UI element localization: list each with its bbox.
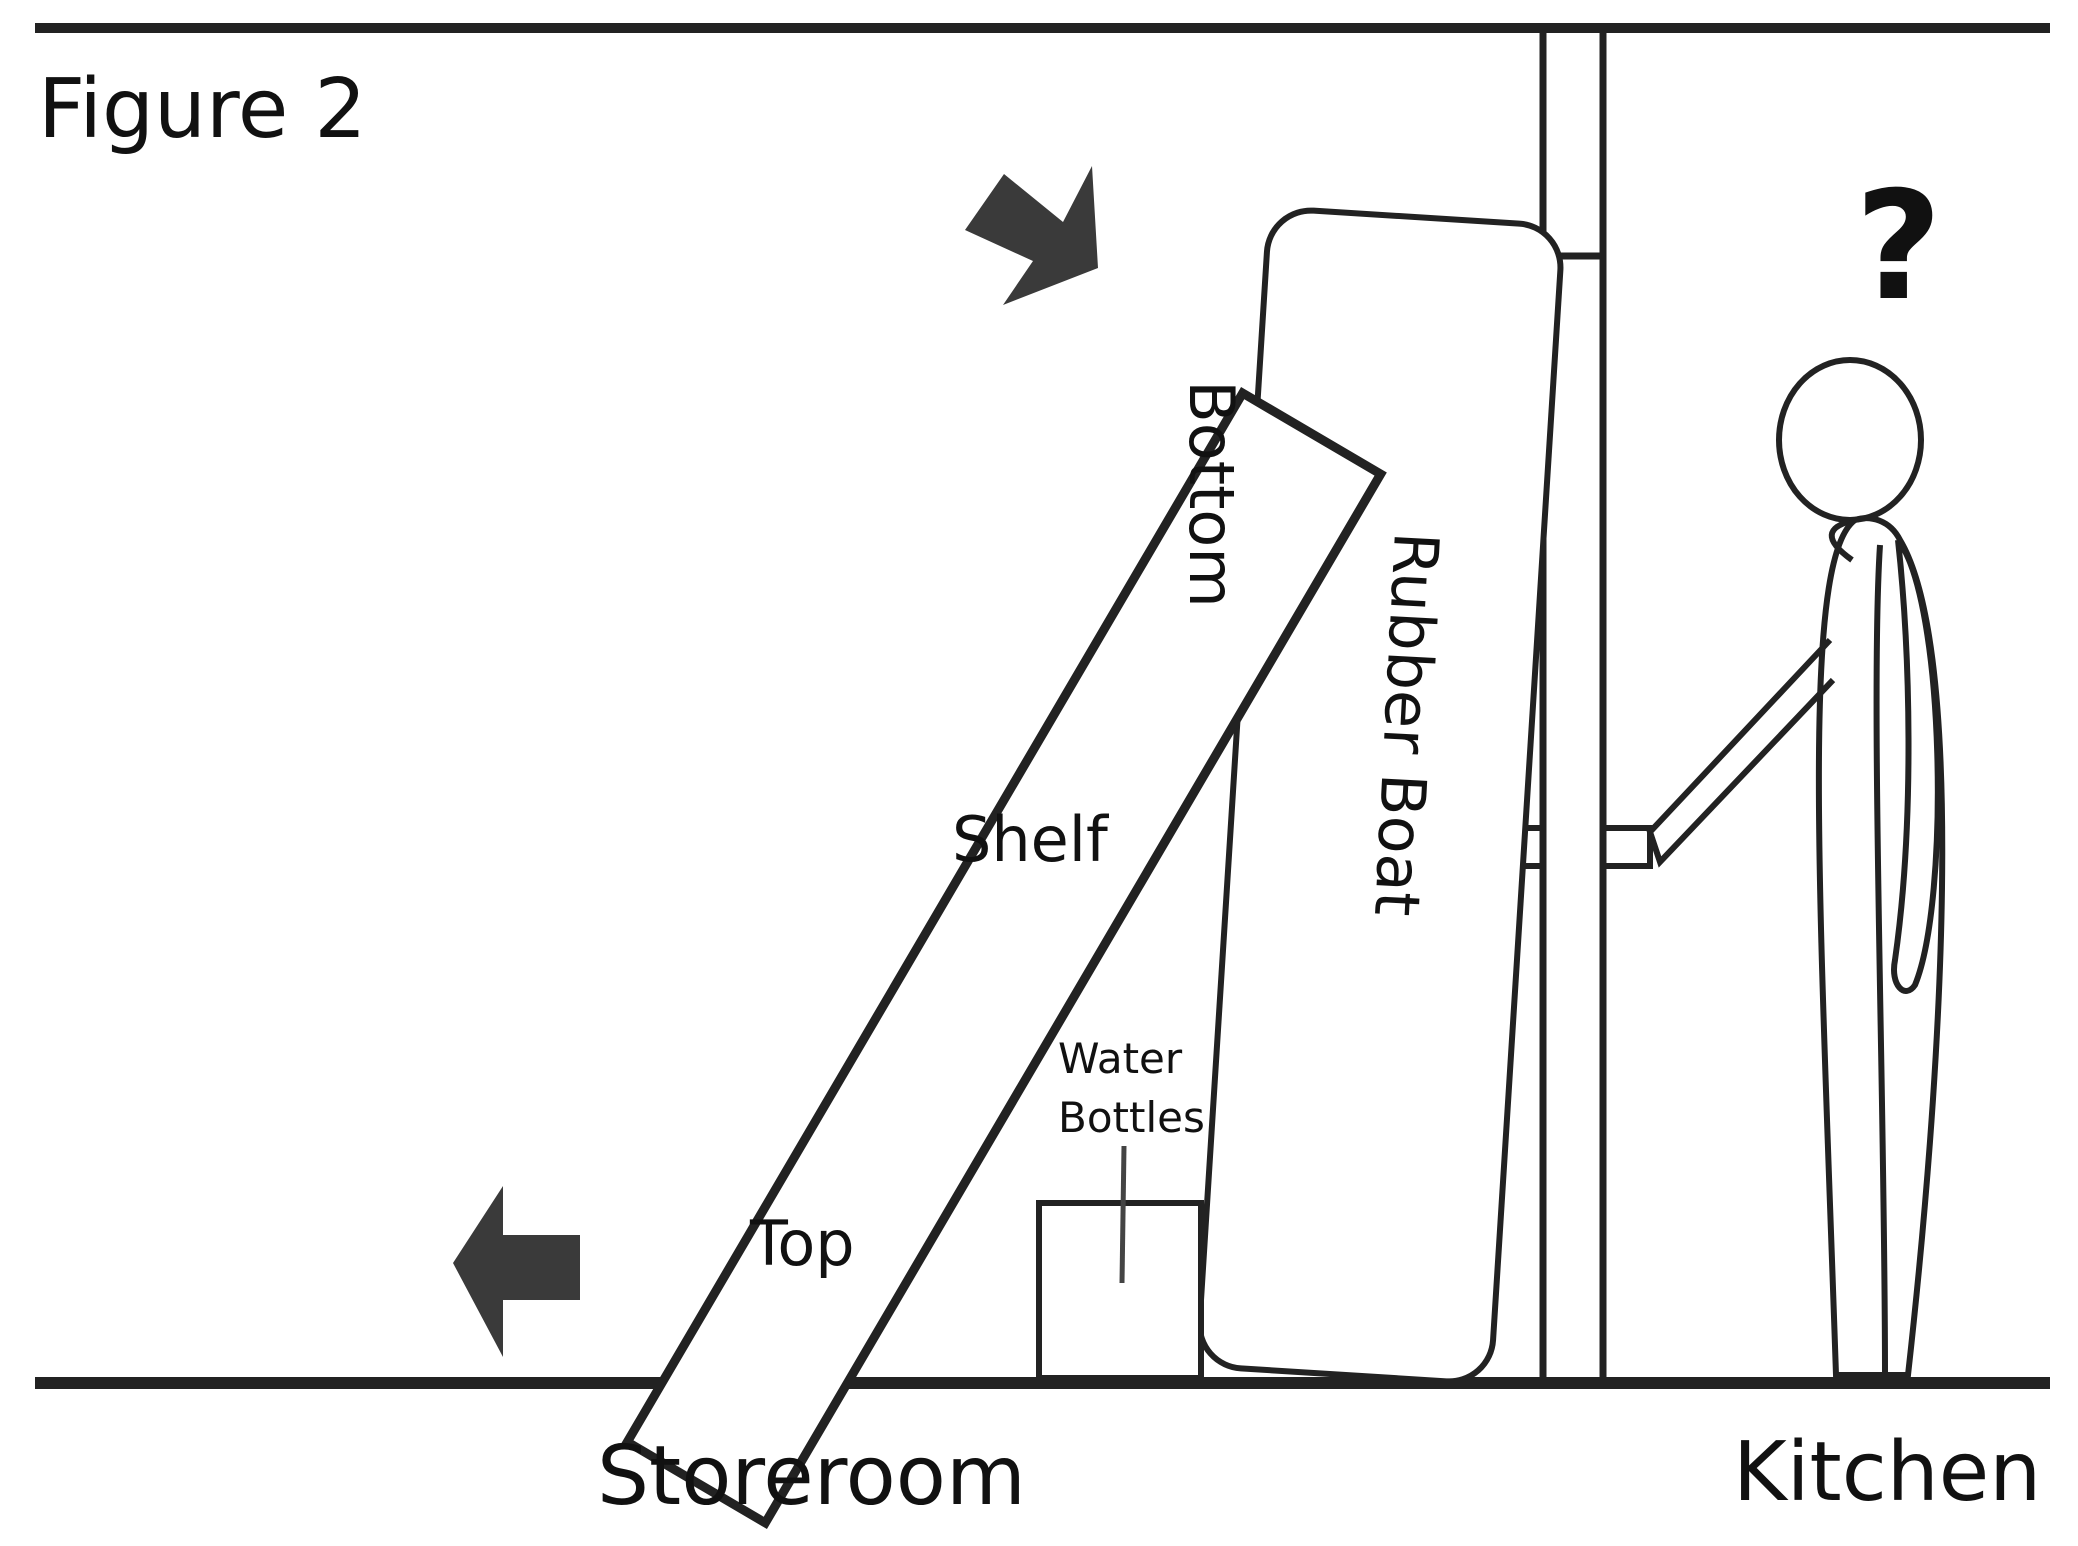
shelf [621, 386, 1387, 1530]
door-frame [1539, 33, 1607, 1378]
water-bottles-label-line1: Water [1058, 1034, 1183, 1083]
shelf-label: Shelf [952, 803, 1110, 876]
question-mark: ? [1855, 160, 1942, 334]
door-handle-kitchen-side [1600, 825, 1653, 869]
shelf-bottom-label: Bottom [1175, 380, 1248, 607]
storeroom-label: Storeroom [597, 1429, 1026, 1524]
water-bottles-box [1036, 1200, 1204, 1381]
shelf-top-label: Top [749, 1207, 855, 1280]
water-bottles-label-line2: Bottles [1058, 1093, 1205, 1142]
sliding-arrow-icon [453, 1186, 580, 1357]
tipping-arrow-icon [965, 166, 1098, 305]
water-bottles-pointer [1119, 1145, 1127, 1284]
person-figure [1646, 357, 1946, 1378]
kitchen-label: Kitchen [1733, 1425, 2041, 1520]
figure-title: Figure 2 [38, 62, 367, 157]
